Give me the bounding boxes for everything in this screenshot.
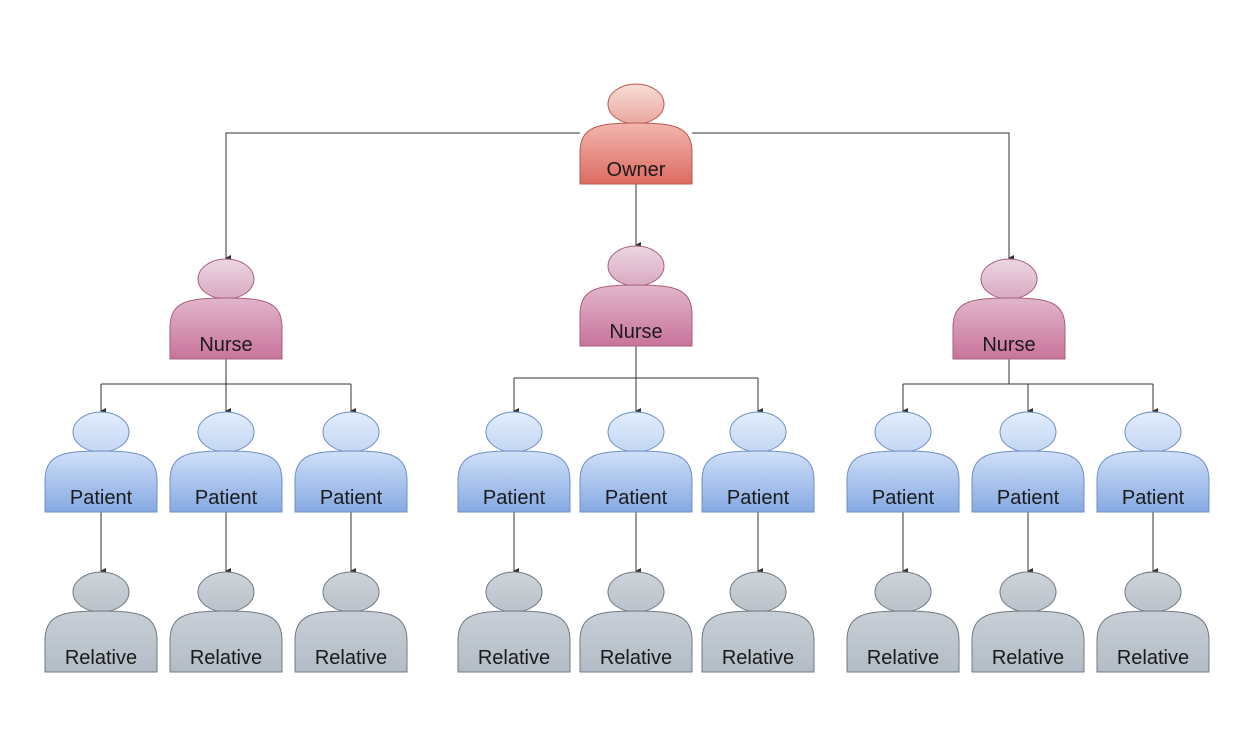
patient-body (1096, 450, 1210, 513)
patient-head (729, 411, 787, 453)
patient-node-2-1: Patient (457, 411, 571, 513)
relative-label: Relative (992, 647, 1064, 669)
nurse-head (607, 245, 665, 287)
relative-label: Relative (315, 647, 387, 669)
relative-node-1-1: Relative (44, 571, 158, 673)
relative-label: Relative (722, 647, 794, 669)
relative-node-1-2: Relative (169, 571, 283, 673)
patient-label: Patient (195, 487, 258, 509)
owner-label: Owner (607, 159, 666, 181)
patient-body (457, 450, 571, 513)
relative-head (485, 571, 543, 613)
nurse-node-3: Nurse (952, 258, 1066, 360)
nurse-body (579, 284, 693, 347)
relative-head (1124, 571, 1182, 613)
nurse-head (197, 258, 255, 300)
patient-node-3-1: Patient (846, 411, 960, 513)
relative-label: Relative (867, 647, 939, 669)
relative-head (322, 571, 380, 613)
owner-body (579, 122, 693, 185)
patient-label: Patient (1122, 487, 1185, 509)
nurse-label: Nurse (609, 321, 662, 343)
patient-node-3-2: Patient (971, 411, 1085, 513)
patient-label: Patient (997, 487, 1060, 509)
owner-head (607, 83, 665, 125)
relative-node-3-3: Relative (1096, 571, 1210, 673)
relative-label: Relative (190, 647, 262, 669)
relative-node-2-2: Relative (579, 571, 693, 673)
nurse-head (980, 258, 1038, 300)
relative-body (169, 610, 283, 673)
connector-lines (100, 132, 1158, 574)
patient-node-1-3: Patient (294, 411, 408, 513)
patient-node-1-1: Patient (44, 411, 158, 513)
connector-owner-nurse-1 (225, 132, 580, 261)
relative-node-2-3: Relative (701, 571, 815, 673)
patient-label: Patient (872, 487, 935, 509)
patient-body (701, 450, 815, 513)
nurse-label: Nurse (982, 334, 1035, 356)
patient-node-1-2: Patient (169, 411, 283, 513)
patient-label: Patient (70, 487, 133, 509)
nurse-node-1: Nurse (169, 258, 283, 360)
patient-head (874, 411, 932, 453)
relative-body (701, 610, 815, 673)
patient-head (999, 411, 1057, 453)
patient-head (1124, 411, 1182, 453)
relative-label: Relative (65, 647, 137, 669)
connector-owner-nurse-3 (692, 132, 1014, 261)
relative-node-2-1: Relative (457, 571, 571, 673)
patient-node-3-3: Patient (1096, 411, 1210, 513)
patient-label: Patient (320, 487, 383, 509)
relative-head (729, 571, 787, 613)
patient-head (197, 411, 255, 453)
relative-label: Relative (600, 647, 672, 669)
patient-head (485, 411, 543, 453)
patient-head (607, 411, 665, 453)
relative-head (607, 571, 665, 613)
relative-body (579, 610, 693, 673)
patient-body (294, 450, 408, 513)
patient-body (579, 450, 693, 513)
relative-label: Relative (1117, 647, 1189, 669)
relative-head (197, 571, 255, 613)
patient-node-2-2: Patient (579, 411, 693, 513)
relative-head (874, 571, 932, 613)
nurse-node-2: Nurse (579, 245, 693, 347)
patient-node-2-3: Patient (701, 411, 815, 513)
owner-node: Owner (579, 83, 693, 185)
relative-body (1096, 610, 1210, 673)
nurse-body (952, 297, 1066, 360)
relative-body (294, 610, 408, 673)
relative-head (72, 571, 130, 613)
relative-node-1-3: Relative (294, 571, 408, 673)
relative-body (846, 610, 960, 673)
relative-head (999, 571, 1057, 613)
patient-body (971, 450, 1085, 513)
patient-body (846, 450, 960, 513)
nurse-body (169, 297, 283, 360)
relative-body (457, 610, 571, 673)
patient-head (72, 411, 130, 453)
relative-node-3-2: Relative (971, 571, 1085, 673)
patient-label: Patient (483, 487, 546, 509)
patient-body (44, 450, 158, 513)
nurse-label: Nurse (199, 334, 252, 356)
patient-body (169, 450, 283, 513)
relative-body (971, 610, 1085, 673)
relative-label: Relative (478, 647, 550, 669)
patient-head (322, 411, 380, 453)
patient-label: Patient (727, 487, 790, 509)
relative-node-3-1: Relative (846, 571, 960, 673)
patient-label: Patient (605, 487, 668, 509)
relative-body (44, 610, 158, 673)
